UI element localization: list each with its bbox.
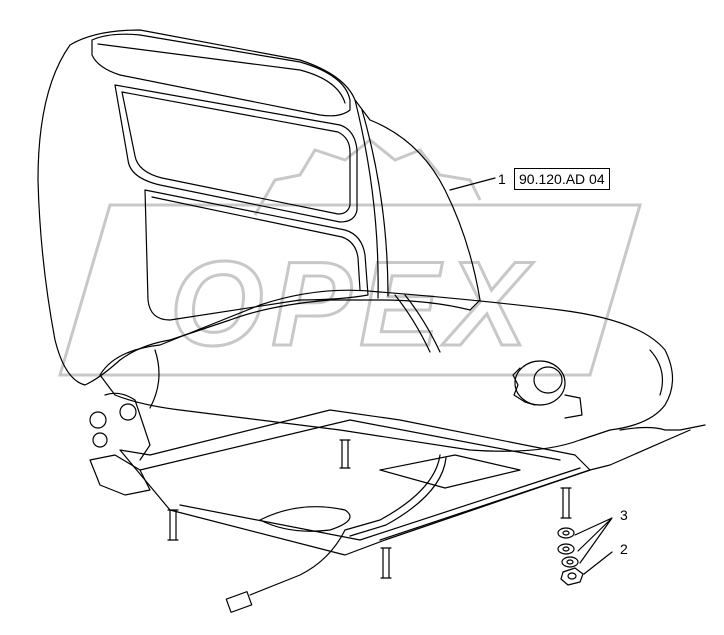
- backrest-upper-cushion: [114, 84, 358, 223]
- part-reference-box[interactable]: 90.120.AD 04: [514, 168, 610, 190]
- mounting-studs: [167, 439, 572, 579]
- leader-line-3: [574, 517, 613, 564]
- base-frame: [119, 409, 591, 556]
- release-rod: [249, 454, 441, 596]
- seat-cushion: [99, 289, 674, 452]
- backrest-top-panel: [91, 33, 351, 117]
- backrest-lower-cushion: [144, 189, 369, 321]
- left-mechanism: [89, 392, 151, 496]
- leader-line-2: [583, 551, 613, 575]
- callout-1: 1: [498, 171, 506, 187]
- washer-stack: [557, 527, 579, 568]
- leader-line-1: [449, 177, 496, 191]
- adjust-knob: [512, 360, 566, 406]
- rod-handle: [225, 591, 253, 613]
- callout-3: 3: [620, 507, 628, 523]
- callout-2: 2: [620, 541, 628, 557]
- hex-nut: [560, 567, 584, 586]
- watermark-text: OPEX: [170, 237, 535, 371]
